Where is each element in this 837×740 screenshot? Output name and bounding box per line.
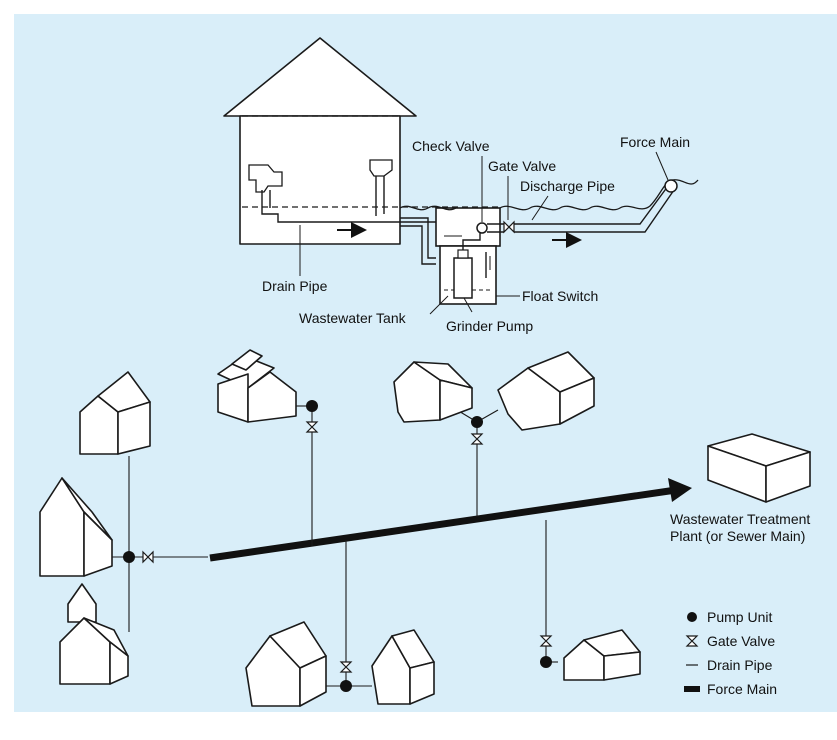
- grinder-pump-label: Grinder Pump: [446, 318, 533, 334]
- gate-valve-legend-icon: [685, 635, 699, 647]
- house-cross-section: [223, 37, 500, 276]
- legend: Pump Unit Gate Valve Drain Pipe Force Ma…: [684, 609, 777, 697]
- gate-valve-icon: [503, 220, 515, 234]
- gate-valve-icon: [539, 635, 553, 647]
- pump-unit-icon: [471, 416, 483, 428]
- house-icon: [217, 349, 297, 423]
- gate-valve-icon: [142, 550, 154, 564]
- legend-label: Gate Valve: [707, 633, 775, 649]
- gate-valve-icon: [470, 433, 484, 445]
- pump-unit-icon: [306, 400, 318, 412]
- house-icon: [497, 351, 595, 431]
- pump-unit-legend-icon: [687, 612, 697, 622]
- check-valve-label: Check Valve: [412, 138, 490, 154]
- discharge-pipe: [487, 185, 669, 225]
- riser-pipe: [462, 230, 481, 250]
- house-icon: [79, 371, 151, 455]
- pump-units: [123, 400, 552, 692]
- house-icon: [39, 477, 113, 577]
- force-main-arrow-icon: [668, 478, 692, 502]
- house-roof: [223, 37, 417, 117]
- legend-label: Drain Pipe: [707, 657, 773, 673]
- drain-pipe-network: [110, 405, 558, 687]
- house-icon: [563, 629, 641, 681]
- treatment-plant-icon: [707, 433, 811, 503]
- gate-valve-icon: [305, 421, 319, 433]
- house-icon: [245, 621, 327, 707]
- house-icon: [59, 583, 129, 685]
- check-valve-icon: [476, 222, 488, 234]
- legend-label: Pump Unit: [707, 609, 772, 625]
- pump-unit-icon: [540, 656, 552, 668]
- wastewater-tank-label: Wastewater Tank: [299, 310, 407, 326]
- pump-unit-icon: [340, 680, 352, 692]
- house-icon: [393, 361, 473, 423]
- drain-pipe-line: [261, 190, 436, 223]
- force-main-label: Force Main: [620, 134, 690, 150]
- float-switch-label: Float Switch: [522, 288, 598, 304]
- gate-valve-label: Gate Valve: [488, 158, 556, 174]
- inlet-pipe-inner: [400, 225, 436, 265]
- inlet-pipe: [400, 217, 436, 259]
- legend-label: Force Main: [707, 681, 777, 697]
- force-main-icon: [664, 179, 678, 193]
- drain-pipe-label: Drain Pipe: [262, 278, 328, 294]
- treatment-plant-label-line2: Plant (or Sewer Main): [670, 528, 805, 544]
- pump-unit-icon: [123, 551, 135, 563]
- force-main-legend-icon: [684, 686, 700, 692]
- houses: [39, 349, 811, 707]
- discharge-pipe-outer: [487, 189, 675, 233]
- wastewater-tank-assembly: [399, 151, 699, 315]
- house-icon: [371, 629, 435, 705]
- treatment-plant-label-line1: Wastewater Treatment: [670, 511, 810, 527]
- grinder-pump: [453, 257, 473, 299]
- force-main-line: [209, 486, 677, 562]
- gate-valve-icon: [339, 661, 353, 673]
- left-fixture-icon: [248, 164, 283, 193]
- gate-valves: [142, 421, 553, 673]
- discharge-pipe-label: Discharge Pipe: [520, 178, 615, 194]
